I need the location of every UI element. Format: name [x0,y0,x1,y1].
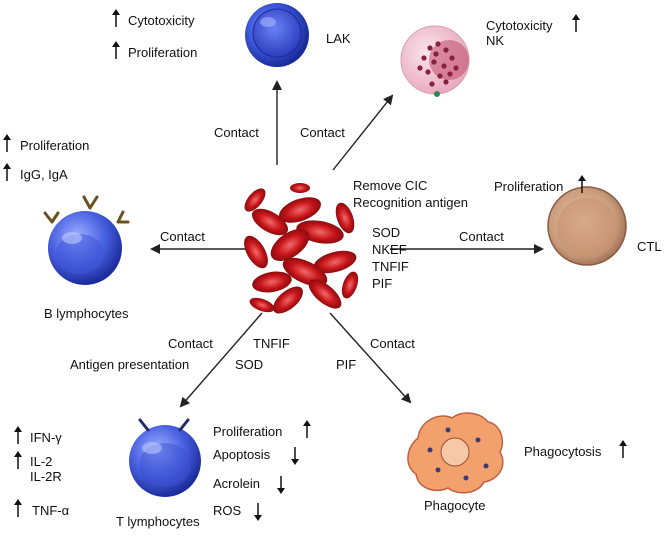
arrow-up-icon [3,134,11,152]
arrow-label-sod: SOD [235,357,264,372]
label-b-lymphocytes: B lymphocytes [44,306,129,321]
effect-lak-1: Proliferation [128,45,198,60]
arrow-up-icon [14,426,22,444]
arrow-label-antigen-presentation: Antigen presentation [70,357,190,372]
label-phagocyte: Phagocyte [424,498,486,513]
center-remove-cic: Remove CIC [353,178,428,193]
t-lymphocyte-cell [129,418,201,497]
effect-t-left-2: IL-2R [30,469,62,484]
effect-t-right-3: ROS [213,503,242,518]
effect-t-right-1: Apoptosis [213,447,271,462]
arrow-up-icon [112,9,120,27]
effect-b-1: IgG, IgA [20,167,68,182]
arrow-down-icon [291,447,299,465]
arrow-label-contact-lak: Contact [214,125,259,140]
effect-phagocyte-0: Phagocytosis [524,444,602,459]
arrow-up-icon [3,163,11,181]
label-t-lymphocytes: T lymphocytes [116,514,200,529]
effect-ctl-0: Proliferation [494,179,564,194]
lak-cell [245,3,309,67]
arrow-up-icon [578,175,586,193]
red-blood-cell-cluster [244,183,359,314]
center-pif: PIF [372,276,393,291]
ctl-cell [547,186,627,266]
effect-t-left-0: IFN-γ [30,430,62,445]
arrow-up-icon [112,41,120,59]
effect-t-left-3: TNF-α [32,503,70,518]
center-tnfif: TNFIF [372,259,409,274]
arrow-up-icon [14,451,22,469]
effect-t-right-2: Acrolein [213,476,260,491]
effect-b-0: Proliferation [20,138,90,153]
phagocyte-cell [407,412,504,494]
arrow-label-pif: PIF [336,357,357,372]
effect-arrows [3,9,627,521]
label-ctl: CTL [637,239,662,254]
arrow-label-tnfif: TNFIF [253,336,290,351]
arrow-up-icon [572,14,580,32]
arrow-label-contact-ctl: Contact [459,229,504,244]
arrow-label-contact-t: Contact [168,336,213,351]
arrow-label-contact-phagocyte: Contact [370,336,415,351]
arrow-to-phagocyte [329,312,412,404]
arrow-up-icon [14,499,22,517]
effect-t-left-1: IL-2 [30,454,53,469]
arrow-up-icon [619,440,627,458]
arrow-label-contact-nk: Contact [300,125,345,140]
label-lak: LAK [326,31,351,46]
label-nk: Cytotoxicity NK [486,18,553,48]
arrow-down-icon [254,503,262,521]
arrow-up-icon [303,420,311,438]
arrow-down-icon [277,476,285,494]
center-nkef: NKEF [372,242,407,257]
nk-cell [400,25,470,97]
arrow-to-nk [332,94,394,171]
effect-t-right-0: Proliferation [213,424,283,439]
center-sod: SOD [372,225,401,240]
effect-lak-0: Cytotoxicity [128,13,195,28]
arrows [150,80,544,408]
center-recognition-antigen: Recognition antigen [353,195,468,210]
arrow-label-contact-b: Contact [160,229,205,244]
arrow-to-t [179,312,263,408]
b-lymphocyte-cell [43,195,130,285]
